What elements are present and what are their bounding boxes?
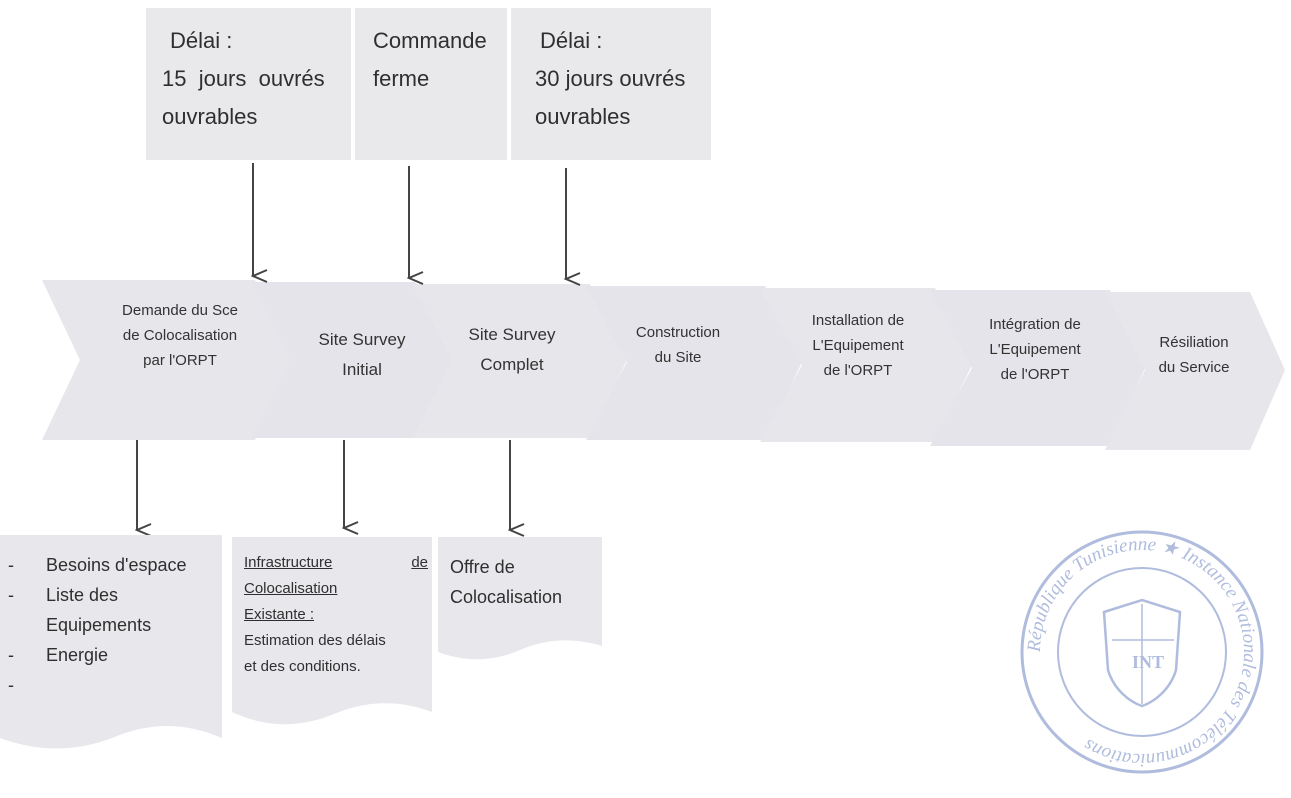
top-note-3-line-3: ouvrables: [535, 104, 631, 129]
step-4-line-2: du Site: [654, 349, 702, 366]
bottom-note-box-2: [232, 537, 432, 725]
infra-title-word-1: Infrastructure: [244, 554, 333, 571]
needs-item-3: Equipements: [46, 615, 152, 635]
official-stamp: République Tunisienne ★ Instance Nationa…: [1020, 530, 1264, 774]
step-1-line-1: Demande du Sce: [122, 302, 238, 319]
chevron-step-4: [586, 286, 802, 440]
top-note-box-2: [355, 8, 507, 160]
step-6-line-1: Intégration de: [989, 316, 1081, 333]
stamp-center-text: INT: [1132, 652, 1164, 672]
needs-row-3: Equipements: [8, 610, 187, 640]
needs-bullet-5: -: [8, 675, 14, 695]
needs-row-4: - Energie: [8, 640, 187, 670]
needs-bullet-1: -: [8, 555, 14, 575]
step-label-3: Site Survey Complet: [469, 320, 556, 380]
step-5-line-3: de l'ORPT: [823, 362, 893, 379]
infra-body-line-2: et des conditions.: [244, 658, 361, 675]
needs-item-4: Energie: [46, 645, 109, 665]
top-note-1-line-2: 15 jours ouvrés: [162, 66, 325, 91]
step-label-5: Installation de L'Equipement de l'ORPT: [812, 308, 905, 383]
top-note-1-line-1: Délai :: [170, 28, 233, 53]
step-5-line-1: Installation de: [811, 312, 905, 329]
bottom-note-box-3: [438, 537, 602, 660]
step-1-line-3: par l'ORPT: [143, 352, 217, 369]
top-note-text-3: Délai : 30 jours ouvrés ouvrables: [535, 22, 685, 136]
chevron-track: [42, 280, 1285, 450]
step-label-4: Construction du Site: [636, 320, 720, 370]
offer-line-2: Colocalisation: [450, 587, 563, 607]
infra-body-line-1: Estimation des délais: [244, 632, 386, 649]
chevron-step-2: [252, 282, 452, 438]
needs-row-5: -: [8, 670, 187, 700]
step-7-line-2: du Service: [1158, 359, 1230, 376]
bottom-note-offer: Offre de Colocalisation: [450, 552, 562, 612]
step-7-line-1: Résiliation: [1159, 334, 1229, 351]
bottom-note-infra: Infrastructure de Colocalisation Existan…: [244, 550, 428, 680]
step-label-6: Intégration de L'Equipement de l'ORPT: [989, 312, 1081, 387]
top-note-box-1: [146, 8, 351, 160]
top-note-3-line-2: 30 jours ouvrés: [535, 66, 686, 91]
infra-title-word-2: de: [411, 554, 428, 571]
needs-row-2: - Liste des: [8, 580, 187, 610]
step-5-line-2: L'Equipement: [812, 337, 904, 354]
top-note-2-line-2: ferme: [373, 66, 430, 91]
chevron-step-7: [1105, 292, 1285, 450]
step-1-line-2: de Colocalisation: [122, 327, 238, 344]
chevron-step-5: [760, 288, 972, 442]
top-note-text-1: Délai : 15 jours ouvrés ouvrables: [162, 22, 325, 136]
step-label-7: Résiliation du Service: [1159, 330, 1230, 380]
needs-bullet-4: -: [8, 645, 14, 665]
step-label-1: Demande du Sce de Colocalisation par l'O…: [122, 298, 238, 373]
step-6-line-3: de l'ORPT: [1000, 366, 1070, 383]
top-note-box-3: [511, 8, 711, 160]
infra-title-line-3: Existante :: [244, 606, 315, 623]
step-2-line-2: Initial: [342, 360, 382, 379]
step-6-line-2: L'Equipement: [989, 341, 1081, 358]
step-label-2: Site Survey Initial: [319, 325, 406, 385]
top-note-2-line-1: Commande: [373, 28, 487, 53]
bottom-note-needs: - Besoins d'espace - Liste des Equipements…: [8, 550, 187, 700]
chevron-step-3: [412, 284, 627, 438]
needs-item-2: Liste des: [46, 585, 119, 605]
top-note-text-2: Commande ferme: [373, 22, 487, 98]
chevron-step-6: [930, 290, 1145, 446]
step-4-line-1: Construction: [635, 324, 721, 341]
infra-title-line-1: Infrastructure de: [244, 550, 428, 576]
top-note-3-line-1: Délai :: [540, 28, 603, 53]
step-3-line-1: Site Survey: [468, 325, 556, 344]
needs-bullet-2: -: [8, 585, 14, 605]
offer-line-1: Offre de: [450, 557, 515, 577]
top-note-1-line-3: ouvrables: [162, 104, 258, 129]
step-2-line-1: Site Survey: [318, 330, 406, 349]
infra-title-line-2: Colocalisation: [244, 580, 338, 597]
bottom-note-box-1: [0, 535, 222, 749]
arrows: [137, 163, 566, 530]
needs-row-1: - Besoins d'espace: [8, 550, 187, 580]
chevron-step-1: [42, 280, 290, 440]
step-3-line-2: Complet: [480, 355, 544, 374]
needs-item-1: Besoins d'espace: [46, 555, 187, 575]
